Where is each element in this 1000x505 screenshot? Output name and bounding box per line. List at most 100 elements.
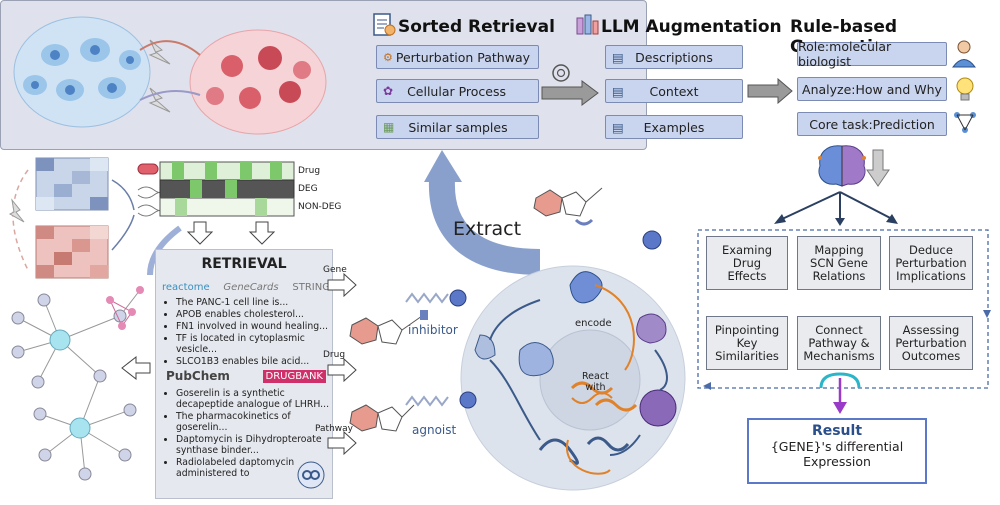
pathway-arrow-icon — [327, 430, 357, 456]
result-line1: {GENE}'s differential — [770, 439, 904, 454]
receptor-icon — [449, 289, 467, 307]
list-item: Goserelin is a synthetic decapeptide ana… — [176, 388, 336, 410]
cell-process-icon: ✿ — [383, 84, 394, 98]
examples-item: ▤ Examples — [605, 115, 743, 139]
list-item: Daptomycin is Dihydropteroate synthase b… — [176, 434, 336, 456]
gene-arrow-label: Gene — [323, 265, 347, 275]
gene-network-icon — [11, 286, 144, 481]
drug-database-logos: PubChem DRUGBANK — [166, 369, 326, 383]
gene-arrow-icon — [327, 272, 357, 298]
database-logos-row: reactome GeneCards STRING — [162, 282, 330, 293]
retrieval-output-arrows — [327, 272, 357, 456]
pubchem-logo: PubChem — [166, 369, 230, 383]
non-deg-row-label: NON-DEG — [298, 202, 342, 212]
mrna-icon — [538, 438, 579, 465]
connect-pathway-box: Connect Pathway & Mechanisms — [797, 316, 881, 370]
brain-icon — [818, 145, 866, 187]
pathway-arrow-label: Pathway — [315, 424, 353, 434]
document-icon — [373, 13, 396, 36]
retrieval-title: RETRIEVAL — [201, 256, 287, 272]
list-item: TF is located in cytoplasmic vesicle... — [176, 333, 336, 355]
cellular-process-item: ✿ Cellular Process — [376, 79, 539, 103]
arrow-to-generation — [747, 78, 793, 104]
kegg-logo-icon — [297, 461, 325, 489]
llm-augmentation-title: LLM Augmentation — [601, 17, 782, 37]
receptor-icon — [459, 391, 477, 409]
pill-icon — [137, 163, 159, 175]
deg-row-label: DEG — [298, 184, 318, 194]
result-connector — [819, 372, 861, 414]
perturbation-pathway-item: ⚙ Perturbation Pathway — [376, 45, 539, 69]
lightning-icon — [148, 39, 171, 65]
react-with-label: React with — [582, 371, 609, 393]
result-box: Result {GENE}'s differential Expression — [747, 418, 927, 484]
reactome-logo: reactome — [162, 282, 210, 293]
string-logo: STRING — [292, 282, 330, 293]
result-title: Result — [811, 423, 863, 439]
drug-row-label: Drug — [298, 166, 321, 176]
deduce-implications-box: Deduce Perturbation Implications — [889, 236, 973, 290]
cell-diagram — [349, 150, 686, 491]
list-item: FN1 involved in wound healing... — [176, 321, 336, 332]
extract-arrow — [428, 179, 541, 275]
branch-arrows — [774, 191, 898, 226]
pathway-icon: ⚙ — [383, 50, 393, 64]
left-illustrations — [8, 16, 327, 481]
drug-descriptions-list: Goserelin is a synthetic decapeptide ana… — [160, 388, 336, 480]
similar-samples-item: ▦ Similar samples — [376, 115, 539, 139]
role-item: Role:molecular biologist — [797, 39, 947, 69]
list-item: Radiolabeled daptomycin administered to — [176, 457, 336, 479]
grid-icon: ▦ — [383, 120, 395, 134]
result-line2: Expression — [803, 454, 871, 469]
network-icon — [954, 112, 976, 133]
lab-icon — [576, 14, 599, 35]
ligand-molecule-icon — [533, 187, 603, 226]
pinpointing-similarities-box: Pinpointing Key Similarities — [706, 316, 788, 370]
receptor-icon — [642, 230, 662, 250]
expression-matrix — [159, 161, 295, 217]
protein-icon — [518, 342, 554, 377]
red-heatmap-icon — [35, 225, 109, 279]
extract-arrow-head — [424, 150, 462, 182]
doc-small-icon: ▤ — [612, 83, 624, 99]
list-item: The PANC-1 cell line is... — [176, 297, 336, 308]
drug-arrow-icon — [327, 357, 357, 383]
perturbed-cells-icon — [189, 29, 327, 135]
inhibitor-label: inhibitor — [408, 323, 458, 337]
drugbank-logo: DRUGBANK — [262, 369, 326, 383]
protein-complex-icon — [639, 389, 677, 427]
sorted-retrieval-title: Sorted Retrieval — [398, 17, 555, 37]
examining-drug-effects-box: Examing Drug Effects — [706, 236, 788, 290]
list-item: APOB enables cholesterol... — [176, 309, 336, 320]
down-arrow-icon — [866, 149, 890, 187]
assessing-outcomes-box: Assessing Perturbation Outcomes — [889, 316, 973, 370]
inhibitor-molecule-icon — [349, 310, 428, 345]
doc-small-icon: ▤ — [612, 119, 624, 135]
arrow-to-augmentation — [541, 80, 599, 106]
extract-label: Extract — [453, 218, 522, 240]
encode-label: encode — [575, 318, 612, 329]
core-task-item: Core task:Prediction — [797, 112, 947, 136]
left-arrow-icon — [121, 355, 151, 381]
blue-heatmap-icon — [35, 157, 109, 211]
down-arrow-icon — [186, 221, 214, 245]
doc-small-icon: ▤ — [612, 49, 624, 65]
context-item: ▤ Context — [605, 79, 743, 103]
normal-cells-icon — [13, 16, 151, 128]
analysis-region — [697, 229, 991, 390]
retrieval-panel: RETRIEVAL reactome GeneCards STRING The … — [155, 249, 333, 499]
genecards-logo: GeneCards — [223, 282, 279, 293]
lightbulb-icon — [956, 77, 974, 101]
protein-icon — [474, 334, 496, 360]
agonist-label: agnoist — [412, 423, 457, 437]
protein-icon — [569, 271, 603, 304]
scientist-icon — [952, 40, 976, 68]
down-arrow-icon — [248, 221, 276, 245]
dna-helix-icon — [570, 381, 614, 395]
gene-descriptions-list: The PANC-1 cell line is... APOB enables … — [160, 297, 336, 368]
llm-logo-icon — [552, 64, 570, 82]
list-item: SLCO1B3 enables bile acid... — [176, 356, 336, 367]
descriptions-item: ▤ Descriptions — [605, 45, 743, 69]
agonist-molecule-icon — [349, 404, 415, 432]
protein-icon — [636, 313, 667, 344]
